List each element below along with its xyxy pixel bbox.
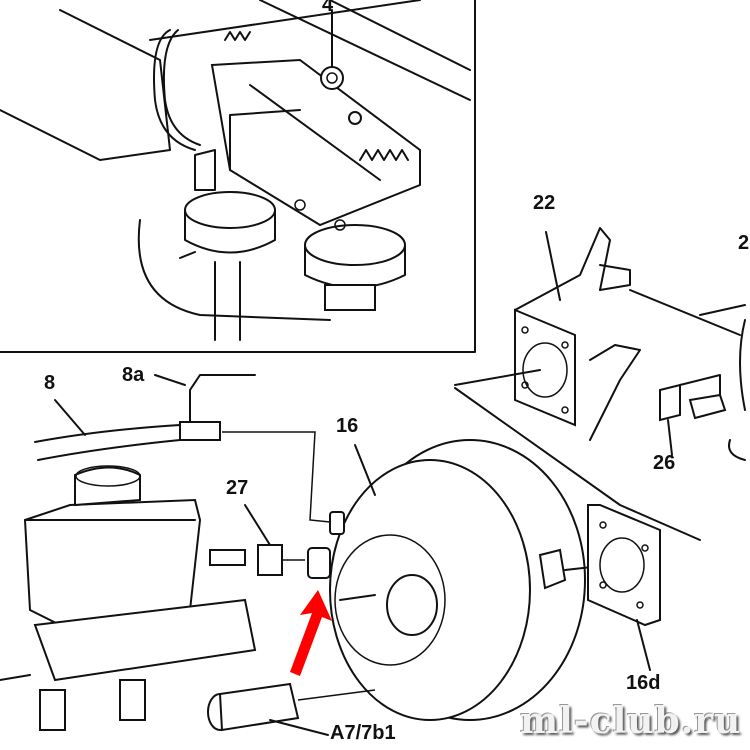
arrow-icon[interactable] — [290, 590, 332, 676]
plate-hole — [561, 341, 569, 349]
inset-line — [329, 0, 471, 71]
inset-body-panel — [0, 9, 171, 161]
leader-8a — [154, 374, 186, 386]
inset-hose — [153, 29, 196, 151]
label-26: 26 — [653, 452, 676, 474]
spring — [359, 149, 409, 161]
gasket-hole — [599, 581, 607, 589]
hose-8 — [37, 439, 181, 461]
label-8a: 8a — [122, 364, 145, 386]
bolt — [294, 199, 306, 211]
booster-pushrod — [538, 548, 567, 590]
sensor-a7-7b1 — [207, 682, 376, 736]
sensor-body — [218, 682, 300, 732]
watermark: ml-club.ru — [520, 700, 742, 742]
projection-line — [629, 289, 741, 336]
nut-hole — [326, 72, 338, 84]
pedal-pin — [599, 264, 631, 291]
pot-base — [324, 284, 376, 311]
outlet-fitting — [119, 679, 146, 721]
projection-line — [454, 387, 701, 541]
vacuum-pot-body — [184, 209, 276, 254]
inset-hose — [162, 29, 201, 146]
label-22: 22 — [533, 192, 556, 214]
booster-face — [334, 534, 446, 666]
label-8: 8 — [44, 372, 56, 394]
label-16d: 16d — [626, 672, 661, 694]
fluid-reservoir — [23, 498, 202, 627]
plate-bore — [522, 342, 568, 398]
cap-top — [75, 465, 141, 487]
gasket-16d — [587, 504, 661, 671]
bolt — [334, 219, 346, 231]
booster-stud — [339, 594, 376, 601]
bracket-rail — [249, 84, 381, 181]
gasket-hole — [636, 601, 644, 609]
brake-booster-16 — [329, 439, 611, 721]
clip-26 — [659, 383, 681, 422]
leader-26 — [667, 419, 673, 456]
pedal-assembly-22 — [454, 227, 746, 541]
mounting-plate-22 — [514, 308, 576, 427]
label-2x: 2 — [738, 232, 750, 254]
connector — [194, 149, 216, 191]
label-a7: A7/7b1 — [330, 722, 396, 744]
leader-line — [222, 431, 331, 523]
part-27 — [209, 504, 331, 579]
bracket-edge — [229, 109, 301, 171]
sensor-27 — [257, 544, 283, 576]
leader-27 — [244, 504, 271, 546]
vacuum-pot-right — [304, 224, 406, 266]
ball-joint — [348, 111, 362, 125]
inset-panel — [0, 0, 476, 353]
leader-line — [454, 369, 541, 386]
check-valve — [329, 511, 345, 535]
spring — [224, 31, 251, 41]
label-16: 16 — [336, 415, 359, 437]
inset-stub — [179, 251, 196, 259]
booster-bore — [386, 574, 438, 636]
gasket-hole — [599, 521, 607, 529]
part-edge — [739, 319, 746, 411]
pushrod — [209, 549, 246, 566]
hose-8a — [189, 374, 256, 423]
red-highlight-arrow[interactable] — [290, 590, 332, 676]
label-27: 27 — [226, 477, 249, 499]
part-edge — [728, 439, 746, 461]
master-cylinder — [0, 465, 257, 731]
leader-16 — [354, 444, 376, 496]
nut-4 — [320, 66, 344, 90]
inset-hose-lower — [137, 219, 331, 321]
inset-line — [149, 0, 421, 41]
outlet-fitting — [39, 689, 66, 731]
cylinder-body — [33, 598, 257, 682]
vacuum-pot-left — [184, 191, 276, 229]
gasket-hole — [641, 544, 649, 552]
plate-hole — [521, 326, 529, 334]
leader-16d — [636, 619, 651, 671]
label-4: 4 — [322, 0, 334, 16]
leader-a7 — [269, 719, 329, 736]
hose-8 — [34, 424, 181, 443]
grommet — [307, 547, 331, 579]
hose-fitting — [179, 421, 221, 441]
pedal-arm — [514, 227, 611, 311]
vacuum-hose-assembly — [34, 374, 331, 523]
plate-hole — [521, 381, 529, 389]
leader-8 — [54, 399, 86, 436]
pedal-lever — [589, 344, 641, 441]
part-26 — [659, 374, 746, 461]
inset-line — [259, 0, 471, 101]
projection-line — [699, 304, 746, 316]
inset-pipe — [214, 261, 241, 341]
leader-22 — [545, 231, 561, 301]
gasket-plate — [587, 504, 661, 627]
clip-arm — [679, 374, 721, 396]
leader-line — [0, 674, 31, 681]
sensor-wire — [297, 689, 376, 701]
inset-frame — [0, 0, 476, 353]
gasket-bore — [599, 537, 645, 593]
plate-hole — [561, 406, 569, 414]
clip-pin — [688, 393, 727, 420]
